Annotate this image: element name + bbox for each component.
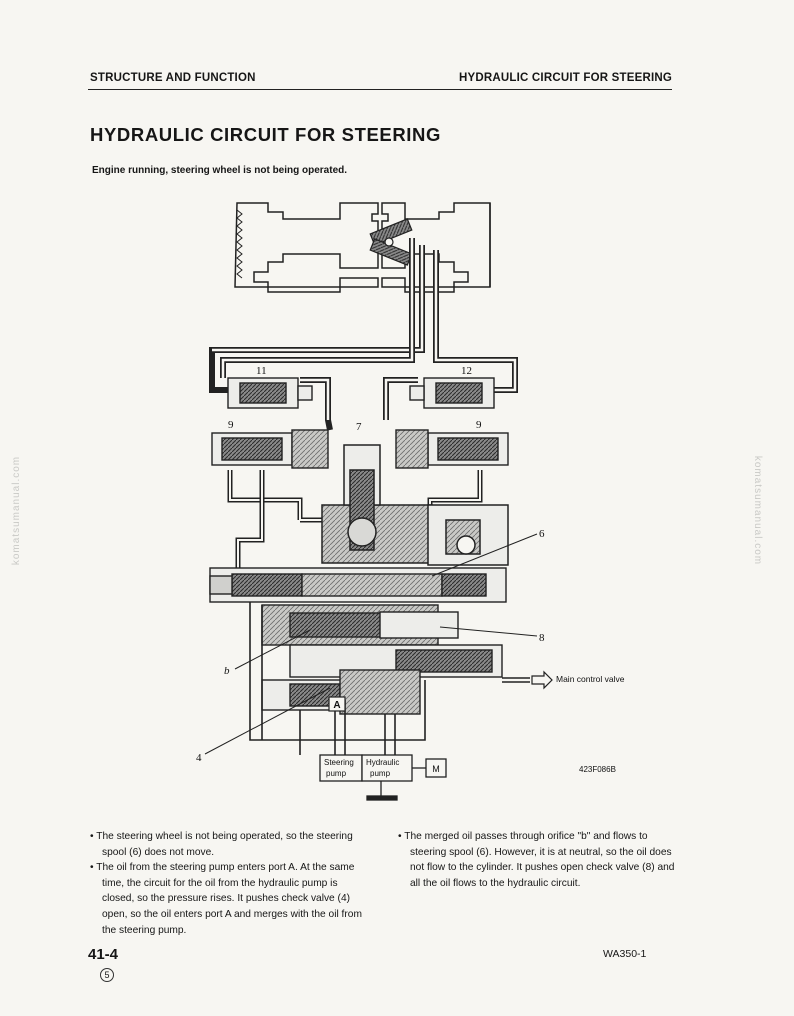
page-number: 41-4 [88,946,119,963]
hydraulic-pump-label-2: pump [370,769,391,778]
steering-valve-body [321,444,509,566]
pump-units [319,754,447,801]
lower-valve-block [261,604,503,715]
callout-b: b [224,665,230,677]
bullet-paragraph: • The oil from the steering pump enters … [90,862,362,936]
loader-outline [234,202,491,293]
callout-12: 12 [461,365,472,377]
bullet-paragraph: • The merged oil passes through orifice … [398,831,675,889]
revision-mark: 5 [100,968,114,982]
leader-lines [204,533,538,755]
steering-cylinders [369,218,413,266]
valve-9-right [395,429,509,469]
body-column-right: • The merged oil passes through orifice … [396,829,678,891]
header-section: STRUCTURE AND FUNCTION [90,72,256,84]
valve-9-left [211,429,329,469]
page-title: HYDRAULIC CIRCUIT FOR STEERING [90,124,441,145]
header-rule [88,89,672,90]
valve-12 [409,377,495,409]
bullet-paragraph: • The steering wheel is not being operat… [90,831,353,858]
callout-8: 8 [539,632,545,644]
spool-row [209,567,507,603]
hydraulic-piping [209,238,518,578]
motor-label: M [432,764,440,774]
steering-pump-label-2: pump [326,769,347,778]
main-control-valve-arrow [531,670,553,690]
callout-6: 6 [539,528,545,540]
page-subtitle: Engine running, steering wheel is not be… [92,165,348,176]
callout-7: 7 [356,421,362,433]
callout-a: A [333,700,340,711]
header-topic: HYDRAULIC CIRCUIT FOR STEERING [459,72,672,84]
drawing-number: 423F086B [579,765,616,774]
callout-9-left: 9 [228,419,234,431]
main-control-valve-label: Main control valve [556,674,625,684]
body-column-left: • The steering wheel is not being operat… [88,829,368,938]
callout-9-right: 9 [476,419,482,431]
callout-4: 4 [196,752,202,764]
callout-11: 11 [256,365,267,377]
port-a-marker: A [328,696,346,712]
model-code: WA350-1 [603,948,647,960]
valve-11 [227,377,313,409]
steering-pump-label-1: Steering [324,758,354,767]
pump-lines [249,602,530,755]
hydraulic-pump-label-1: Hydraulic [366,758,399,767]
